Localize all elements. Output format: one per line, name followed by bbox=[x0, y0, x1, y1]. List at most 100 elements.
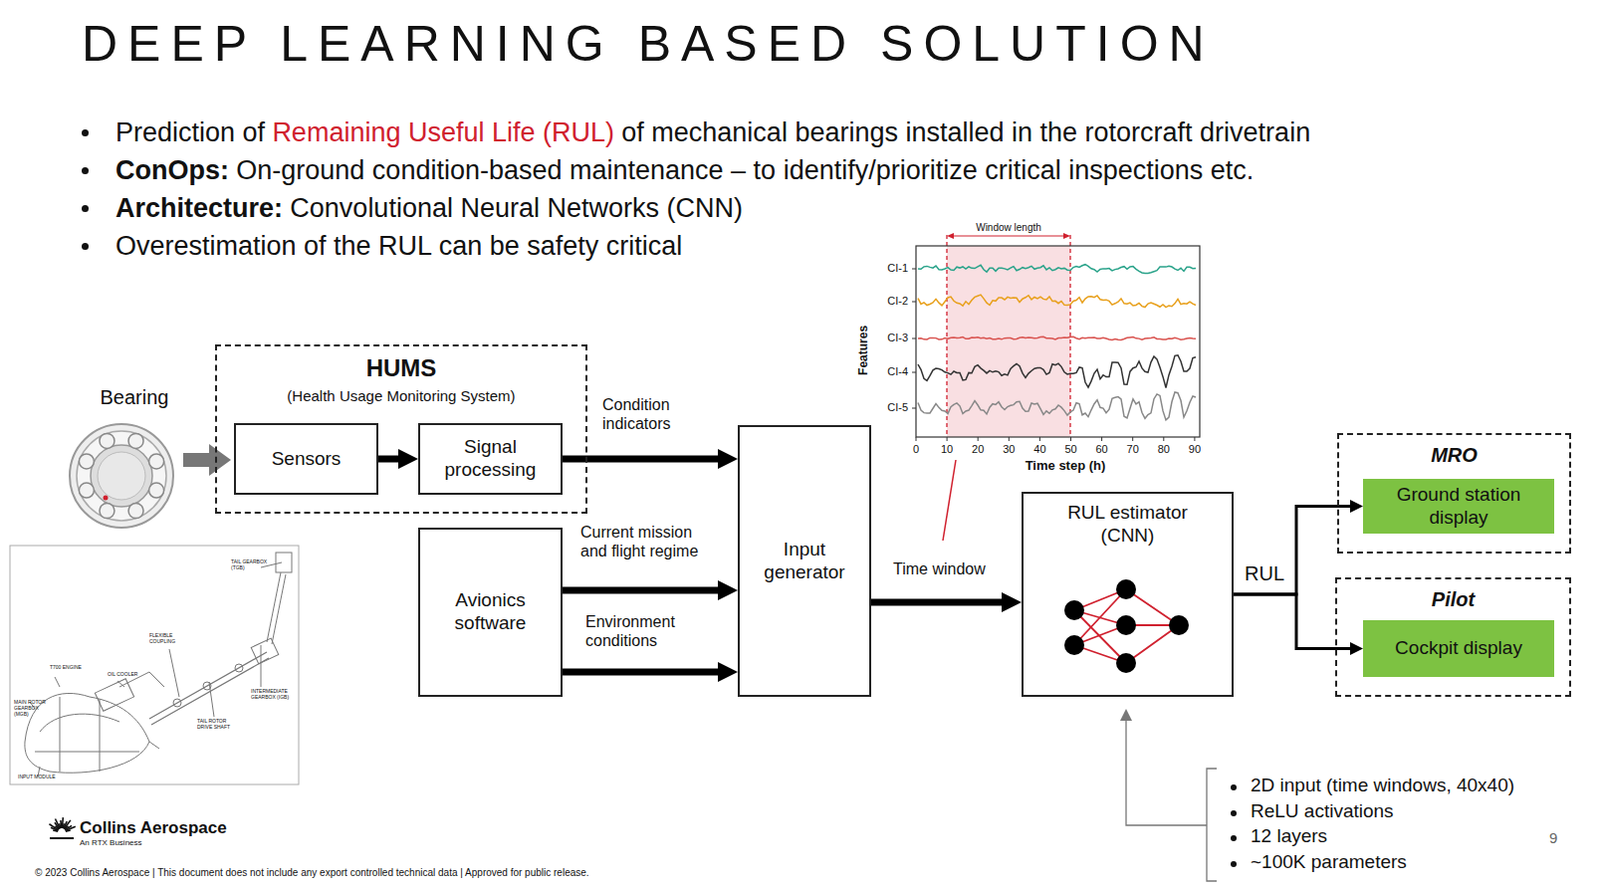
edge-label: Time window bbox=[893, 559, 1003, 579]
bullet-text: Remaining Useful Life (RUL) bbox=[271, 117, 615, 148]
tick-label: 90 bbox=[1188, 443, 1201, 457]
flow-arrow bbox=[562, 669, 718, 677]
box-label: Input generator bbox=[749, 538, 860, 585]
text-label: CI-1 bbox=[887, 261, 909, 275]
box-label: RUL estimator (CNN) bbox=[1043, 501, 1213, 548]
process-box: RUL estimator (CNN) bbox=[1021, 491, 1234, 697]
bullet-dot bbox=[81, 242, 89, 250]
slide-title: DEEP LEARNING BASED SOLUTION bbox=[81, 15, 1215, 74]
series-line bbox=[917, 392, 1196, 421]
box-label: Ground station display bbox=[1373, 483, 1544, 530]
text-label: Collins Aerospace bbox=[79, 818, 228, 839]
drivetrain-illustration bbox=[9, 545, 299, 785]
box-label: HUMS bbox=[366, 354, 438, 384]
group-box: PilotCockpit display bbox=[1335, 577, 1572, 697]
bullet-dot bbox=[1230, 835, 1237, 842]
tick-label: 40 bbox=[1033, 443, 1046, 457]
text-label: Bearing bbox=[100, 386, 170, 410]
process-box: Input generator bbox=[737, 425, 872, 697]
bearing-illustration bbox=[69, 424, 174, 528]
box-label: Signal processing bbox=[428, 436, 553, 482]
bullet-dot bbox=[81, 205, 89, 213]
edge-label: Current mission and flight regime bbox=[580, 522, 720, 561]
time-window-chart bbox=[912, 232, 1200, 541]
part-name: TAIL ROTOR DRIVE SHAFT bbox=[197, 718, 237, 731]
bullet-text: ConOps: bbox=[115, 155, 229, 186]
bullet-line: ConOps:On-ground condition-based mainten… bbox=[115, 155, 1254, 187]
spec-bracket bbox=[1120, 708, 1217, 882]
tick-label: 10 bbox=[940, 443, 953, 457]
series-line bbox=[917, 355, 1196, 389]
flow-arrow bbox=[562, 587, 718, 595]
bullet-text: Convolutional Neural Networks (CNN) bbox=[289, 193, 743, 224]
text-label: Time step (h) bbox=[1025, 458, 1107, 474]
spec-note: 2D input (time windows, 40x40) bbox=[1250, 774, 1515, 797]
bullet-dot bbox=[81, 167, 89, 175]
bullet-dot bbox=[81, 129, 89, 137]
text-label: CI-5 bbox=[887, 401, 909, 415]
tick-label: 80 bbox=[1157, 443, 1170, 457]
spec-note: ~100K parameters bbox=[1250, 851, 1407, 874]
edge-label: Environment conditions bbox=[585, 612, 700, 651]
part-name: FLEXIBLE COUPLING bbox=[149, 633, 188, 646]
bearing-arrow bbox=[183, 444, 231, 476]
part-name: INPUT MODULE bbox=[17, 774, 56, 781]
part-name: MAIN ROTOR GEARBOX (MGB) bbox=[13, 699, 54, 717]
display-box: Ground station display bbox=[1363, 478, 1555, 534]
box-label: Avionics software bbox=[436, 589, 546, 636]
tick-label: 30 bbox=[1002, 443, 1015, 457]
tick-label: 0 bbox=[913, 443, 919, 457]
flow-arrow bbox=[1233, 506, 1351, 596]
part-name: TAIL GEARBOX (TGB) bbox=[230, 559, 271, 572]
group-box: MRO Ground station display bbox=[1337, 433, 1572, 554]
bullet-text: On-ground condition-based maintenance – … bbox=[235, 155, 1254, 186]
series-line bbox=[917, 264, 1196, 274]
bullet-text: Prediction of bbox=[115, 117, 265, 148]
bullet-line: Architecture:Convolutional Neural Networ… bbox=[115, 193, 743, 225]
edge-label: Condition indicators bbox=[602, 395, 722, 434]
process-box: Avionics software bbox=[418, 527, 563, 697]
text-label: Features bbox=[857, 325, 872, 376]
bullet-dot bbox=[1230, 861, 1237, 868]
bullet-dot bbox=[1230, 784, 1237, 791]
text-label: An RTX Business bbox=[79, 838, 143, 848]
series-line bbox=[917, 336, 1196, 340]
tick-label: 70 bbox=[1127, 443, 1140, 457]
flow-arrow bbox=[1233, 594, 1351, 650]
flow-arrow bbox=[871, 599, 1002, 607]
part-name: OIL COOLER bbox=[107, 672, 138, 679]
bullet-line: Overestimation of the RUL can be safety … bbox=[115, 230, 683, 262]
neural-net-icon bbox=[1064, 579, 1189, 674]
process-box: Signal processing bbox=[418, 423, 563, 495]
edge-label: RUL bbox=[1244, 561, 1305, 586]
text-label: Window length bbox=[975, 222, 1042, 234]
bullet-text: Overestimation of the RUL can be safety … bbox=[115, 230, 683, 261]
box-label: Cockpit display bbox=[1394, 637, 1523, 661]
text-label: 9 bbox=[1549, 829, 1558, 847]
spec-note: 12 layers bbox=[1250, 825, 1328, 848]
text-label: CI-2 bbox=[887, 294, 909, 308]
part-name: T700 ENGINE bbox=[49, 665, 82, 672]
text-label: CI-4 bbox=[887, 365, 909, 379]
bullet-line: Prediction ofRemaining Useful Life (RUL)… bbox=[115, 117, 1311, 149]
box-subtitle: (Health Usage Monitoring System) bbox=[286, 387, 515, 406]
part-name: INTERMEDIATE GEARBOX (IGB) bbox=[250, 688, 295, 701]
text-label: © 2023 Collins Aerospace | This document… bbox=[34, 867, 590, 880]
series-line bbox=[917, 294, 1196, 308]
bullet-dot bbox=[1230, 810, 1237, 817]
text-label: CI-3 bbox=[887, 331, 909, 345]
bullet-text: Architecture: bbox=[115, 193, 283, 224]
box-label: Sensors bbox=[271, 448, 342, 471]
tick-label: 20 bbox=[971, 443, 984, 457]
tick-label: 50 bbox=[1064, 443, 1077, 457]
box-label: MRO bbox=[1430, 443, 1478, 467]
box-label: Pilot bbox=[1431, 587, 1475, 612]
tick-label: 60 bbox=[1095, 443, 1108, 457]
flow-arrow bbox=[378, 456, 399, 463]
collins-logo bbox=[48, 817, 75, 839]
display-box: Cockpit display bbox=[1363, 620, 1555, 678]
group-box: HUMS (Health Usage Monitoring System) Sens… bbox=[215, 344, 588, 514]
spec-note: ReLU activations bbox=[1250, 800, 1394, 823]
bullet-text: of mechanical bearings installed in the … bbox=[621, 117, 1311, 148]
process-box: Sensors bbox=[233, 423, 379, 495]
